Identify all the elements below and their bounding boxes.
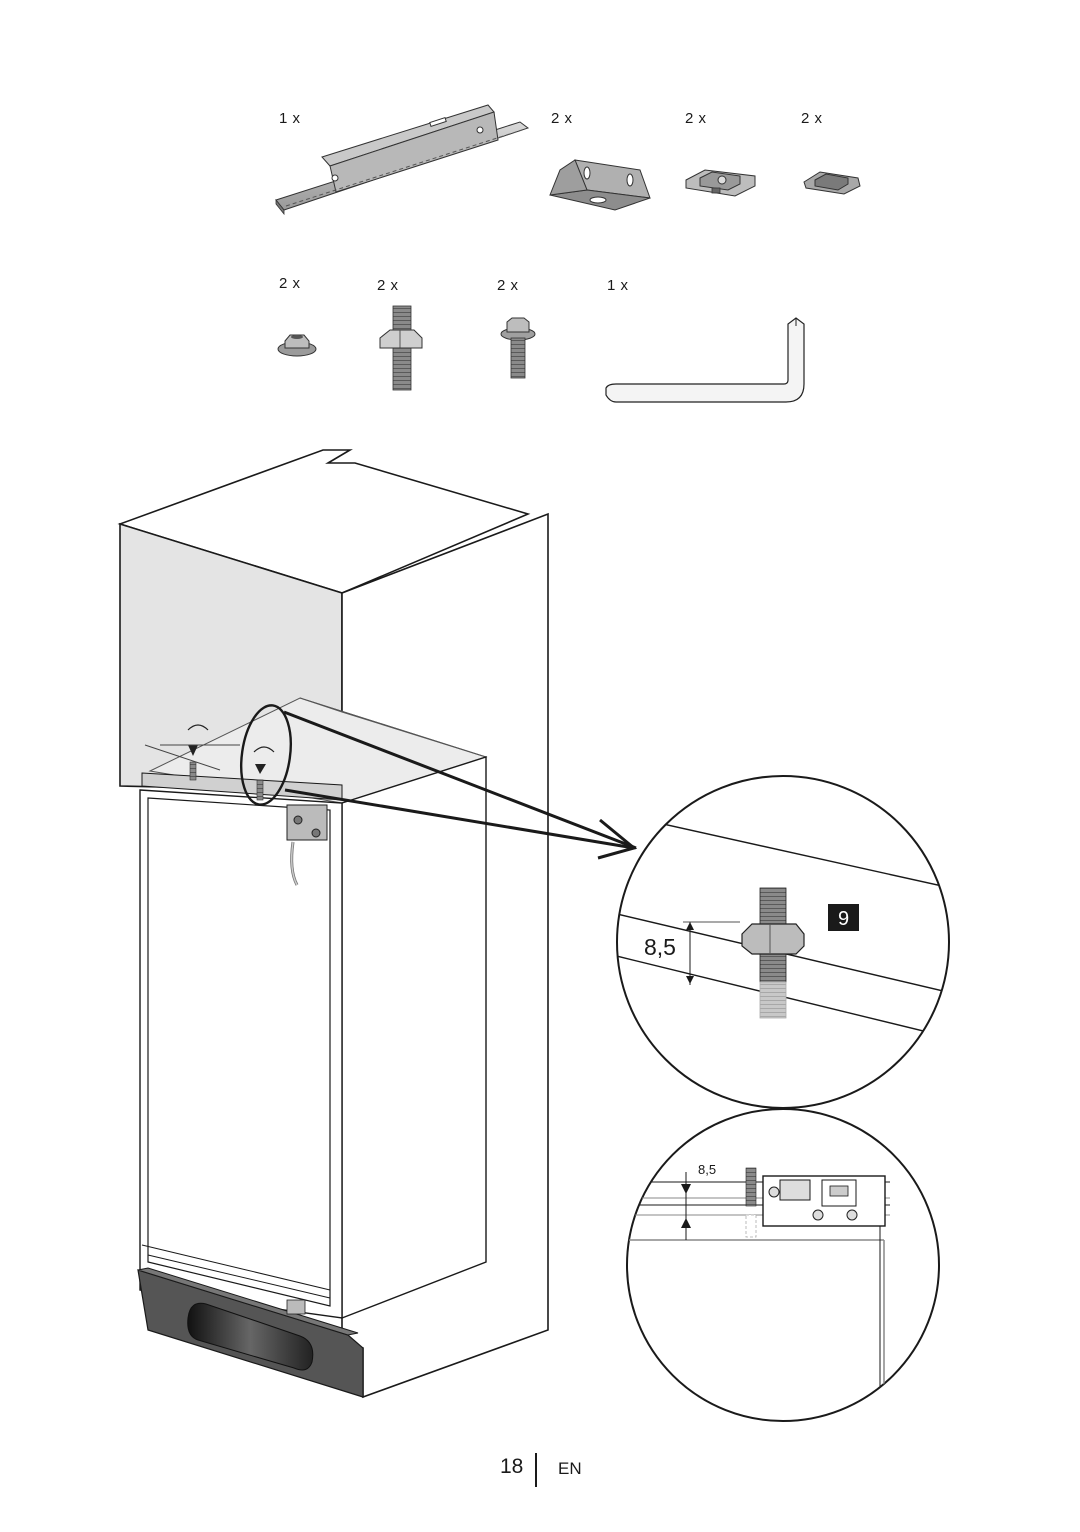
qty-label-rail: 1 x [279, 110, 301, 127]
threaded-stud-icon [379, 305, 423, 391]
step-badge-number: 9 [838, 908, 849, 930]
qty-label-hex-key: 1 x [607, 277, 629, 294]
mounting-rail-icon [275, 104, 530, 216]
qty-label-flange-bolt: 2 x [497, 277, 519, 294]
dimension-label: 8,5 [644, 934, 676, 960]
qty-label-flange-nut: 2 x [279, 275, 301, 292]
stud-detail-circle: 8,5 9 [616, 775, 950, 1109]
cabinet-illustration [117, 449, 638, 1399]
angle-bracket-icon [549, 159, 651, 211]
hinge-detail-circle: 8,5 [626, 1108, 940, 1422]
qty-label-small-clip: 2 x [801, 110, 823, 127]
page-number: 18 [500, 1455, 524, 1478]
page-footer: 18 EN [0, 1451, 1080, 1491]
qty-label-slide-clip: 2 x [685, 110, 707, 127]
qty-label-angle-bracket: 2 x [551, 110, 573, 127]
qty-label-threaded-stud: 2 x [377, 277, 399, 294]
footer-divider [535, 1453, 537, 1487]
small-clip-icon [803, 171, 861, 195]
hex-key-icon [605, 317, 805, 403]
flange-nut-icon [277, 334, 317, 357]
slide-clip-icon [685, 169, 756, 197]
flange-bolt-icon [500, 317, 536, 379]
language-code: EN [558, 1459, 582, 1478]
hinge-dimension-label: 8,5 [698, 1162, 716, 1177]
step-badge [828, 904, 859, 931]
